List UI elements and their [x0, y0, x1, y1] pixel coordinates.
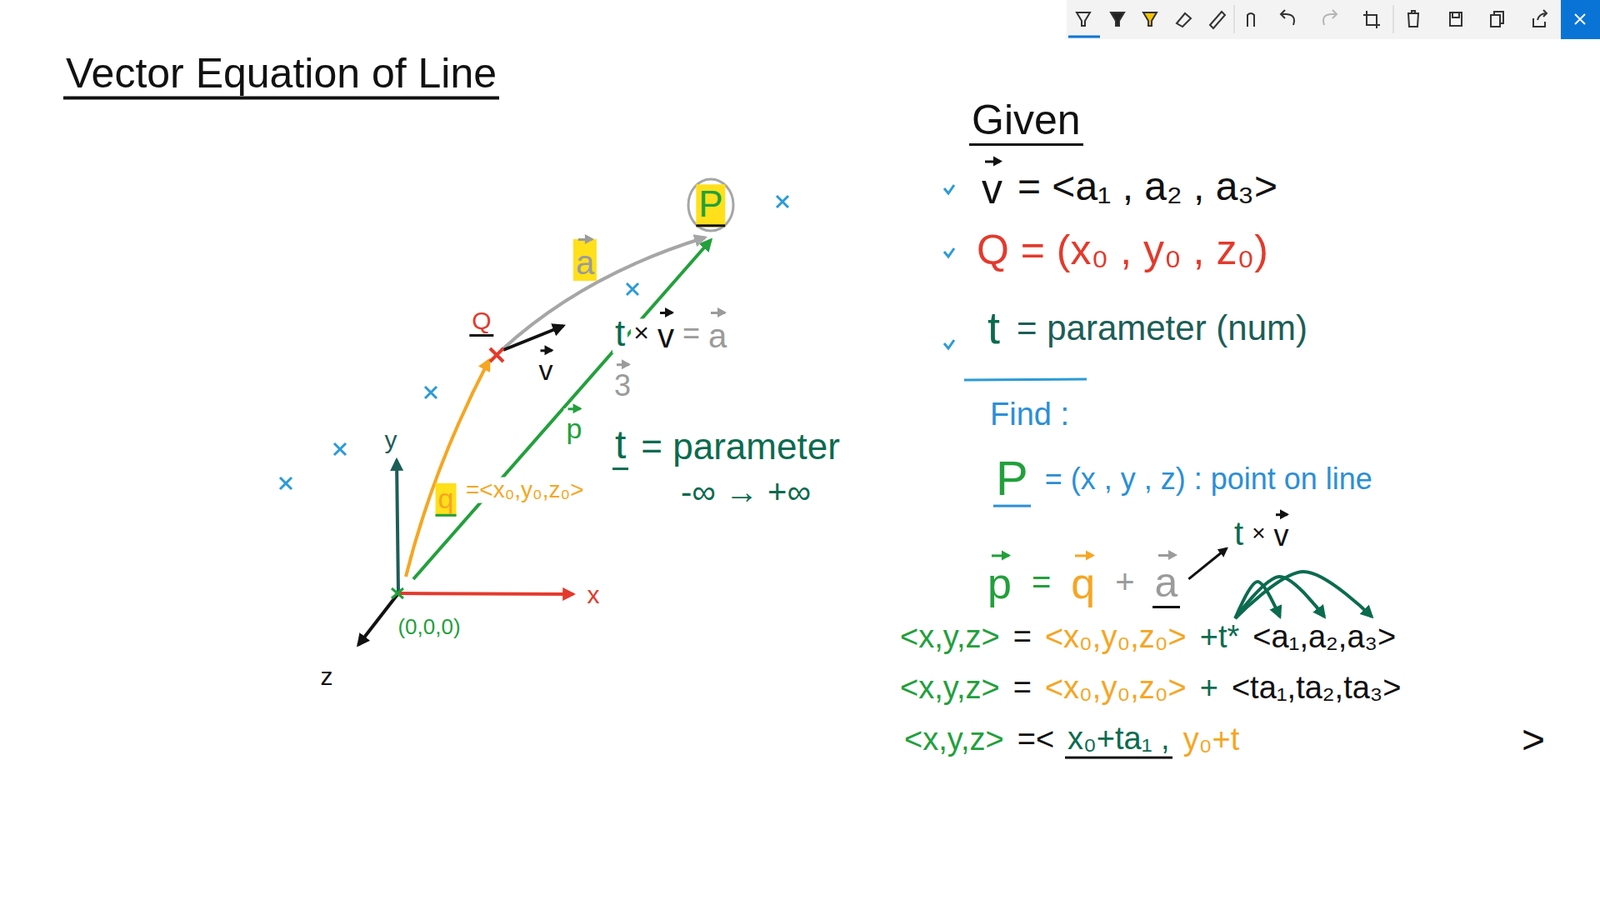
formula-part: <x₀,y₀,z₀>: [1042, 620, 1190, 655]
save-icon: [1450, 12, 1462, 26]
origin-mark: [391, 588, 404, 599]
formula-part: =<: [1015, 722, 1057, 758]
check-mark: [944, 185, 955, 194]
delete-icon: [1407, 10, 1420, 27]
coordinate-label: =<x₀,y₀,z₀>: [463, 477, 586, 504]
copy-icon: [1490, 11, 1504, 27]
formula-part: a: [1152, 555, 1181, 609]
pen-icon: [1076, 12, 1090, 26]
formula-part: +: [1197, 670, 1221, 706]
toolbar-separator: [1234, 5, 1235, 34]
parameter-symbol: t: [985, 303, 1003, 353]
formula-part: y₀+t: [1180, 722, 1243, 758]
point-label: Q: [469, 306, 494, 337]
page-title: Vector Equation of Line: [63, 50, 500, 100]
section-heading: Given: [969, 97, 1084, 146]
touch-icon: [1247, 13, 1255, 27]
check-mark: [944, 248, 955, 257]
vector-label: 3: [611, 364, 634, 403]
formula-part: ×: [1249, 520, 1268, 547]
line-point-mark: [425, 386, 437, 399]
formula-part: = <a₁ , a₂ , a₃>: [1015, 165, 1280, 210]
formula-part: x₀+ta₁ ,: [1065, 721, 1173, 760]
origin-label: (0,0,0): [395, 615, 463, 640]
undo-icon: [1280, 10, 1295, 25]
given-point: Q = (x₀ , y₀ , z₀): [974, 227, 1271, 274]
tool-selected-bar: [1068, 35, 1100, 39]
formula-part: <x,y,z>: [897, 670, 1003, 706]
vector-label: a: [573, 239, 597, 281]
formula-part: v: [1270, 514, 1291, 553]
formula-part: t: [1231, 515, 1246, 552]
z-axis: [358, 593, 399, 645]
check-mark: [944, 340, 955, 349]
toolbar-separator: [1393, 5, 1395, 34]
formula-part: ×: [630, 318, 652, 348]
formula-part: p: [985, 555, 1015, 608]
parameter-note: = parameter (num): [1014, 309, 1310, 348]
line-point-mark: [626, 283, 639, 295]
formula-part: = (x , y , z) : point on line: [1042, 462, 1375, 496]
formula-part: <x,y,z>: [897, 620, 1003, 655]
crop-icon: [1363, 10, 1380, 29]
close-icon: [1575, 14, 1585, 25]
formula-part: =: [1010, 620, 1035, 655]
formula-part: =: [1010, 670, 1035, 706]
axis-label: y: [382, 425, 400, 454]
axis-label: x: [585, 580, 603, 609]
formula-part: a: [705, 312, 730, 355]
y-axis: [396, 460, 399, 594]
axis-label: z: [318, 662, 336, 690]
substitution-arrow: [1188, 548, 1227, 580]
vector-label: p: [564, 408, 585, 445]
vector-label: v: [536, 350, 556, 386]
point-q-mark: [490, 348, 504, 362]
vector-label: q: [435, 483, 457, 517]
formula-part: >: [1519, 718, 1548, 763]
line-point-mark: [776, 195, 789, 208]
pen-icon: [1110, 12, 1125, 26]
point-label: P: [695, 184, 725, 227]
formula-part: <x₀,y₀,z₀>: [1042, 670, 1190, 706]
formula-part: v: [979, 161, 1005, 213]
close-button: [1560, 0, 1600, 40]
x-axis: [398, 593, 574, 595]
formula-part: +: [1112, 563, 1137, 600]
share-icon: [1533, 10, 1547, 27]
line-point-mark: [334, 443, 346, 455]
ruler-icon: [1210, 11, 1225, 29]
formula-part: v: [655, 312, 677, 355]
position-vector-q: [405, 360, 490, 577]
formula-part: +t*: [1197, 620, 1243, 655]
formula-part: q: [1068, 555, 1098, 608]
position-vector-p: [413, 240, 711, 580]
distribute-arrow: [1235, 571, 1372, 619]
highlighter-icon: [1143, 12, 1157, 26]
eraser-icon: [1176, 13, 1191, 27]
parameter-range: -∞ → +∞: [678, 473, 814, 510]
formula-part: <ta₁,ta₂,ta₃>: [1229, 670, 1405, 706]
formula-part: =: [1029, 563, 1054, 600]
formula-part: t: [612, 313, 628, 354]
toolbar: [1066, 0, 1600, 40]
section-heading: Find :: [987, 397, 1072, 433]
parameter-symbol: t: [612, 423, 629, 470]
point-p-circle: [688, 179, 734, 231]
parameter-note: = parameter: [638, 426, 842, 467]
divider-line: [964, 379, 1087, 380]
formula-part: P: [993, 451, 1031, 508]
direction-vector-v: [503, 325, 564, 350]
formula-part: =: [680, 316, 703, 350]
redo-icon: [1323, 10, 1337, 25]
formula-part: <a₁,a₂,a₃>: [1250, 620, 1399, 655]
formula-part: <x,y,z>: [901, 722, 1007, 758]
line-point-mark: [280, 477, 292, 490]
